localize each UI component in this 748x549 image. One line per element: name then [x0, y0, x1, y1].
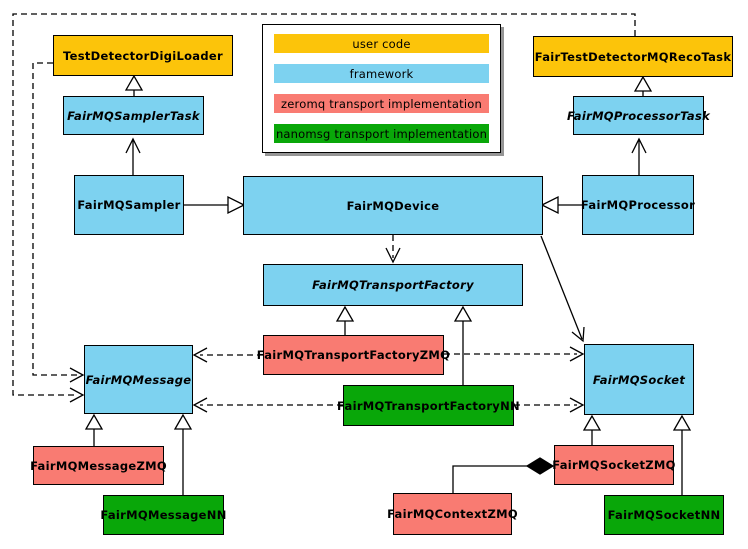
hollow-triangle-icon [124, 74, 144, 91]
dependency-factorynn-to-message [192, 397, 343, 413]
hollow-triangle-icon [335, 305, 355, 322]
class-box-fairmqtransportfactorynn: FairMQTransportFactoryNN [337, 385, 520, 426]
legend-label: zeromq transport implementation [281, 96, 482, 111]
open-arrowhead-icon [569, 346, 585, 362]
generalization-messagezmq-to-message [84, 413, 104, 446]
dependency-device-to-transportfactory [385, 235, 401, 264]
generalization-processor-to-processortask [631, 137, 647, 175]
generalization-processor-to-device [540, 195, 582, 215]
generalization-socketnn-to-socket [672, 414, 692, 495]
hollow-triangle-icon [84, 413, 104, 430]
dependency-factoryzmq-to-message [192, 347, 263, 363]
association-device-to-socket [540, 235, 585, 343]
open-arrowhead-icon [385, 247, 401, 264]
generalization-processortask-to-recotask [633, 75, 653, 96]
legend-label: user code [352, 36, 411, 51]
open-arrowhead-icon [192, 347, 208, 363]
legend-item-framework: framework [274, 64, 489, 83]
hollow-triangle-icon [672, 414, 692, 431]
hollow-triangle-icon [173, 413, 193, 430]
class-box-fairmqsampler: FairMQSampler [74, 175, 184, 235]
generalization-sampler-to-samplertask [125, 137, 141, 175]
legend-item-nanomsg: nanomsg transport implementation [274, 124, 489, 143]
hollow-triangle-icon [453, 305, 473, 322]
dependency-factorynn-to-socket [514, 397, 585, 413]
dependency-recotask-to-message [12, 13, 636, 403]
legend-item-zeromq: zeromq transport implementation [274, 94, 489, 113]
class-box-fairmqmessagenn: FairMQMessageNN [100, 495, 226, 535]
generalization-messagenn-to-message [173, 413, 193, 495]
open-arrowhead-icon [69, 387, 85, 403]
legend-item-user-code: user code [274, 34, 489, 53]
class-box-fairmqprocessortask: FairMQProcessorTask [567, 96, 710, 135]
open-arrowhead-icon [125, 137, 141, 154]
filled-diamond-icon [525, 457, 555, 475]
class-box-fairmqsamplertask: FairMQSamplerTask [63, 96, 204, 135]
generalization-factoryzmq-to-factory [335, 305, 355, 335]
class-box-fairmqmessage: FairMQMessage [84, 345, 193, 414]
hollow-triangle-icon [540, 195, 559, 215]
class-box-fairmqmessagezmq: FairMQMessageZMQ [30, 446, 167, 485]
class-box-fairtestdetectormqrecotask: FairTestDetectorMQRecoTask [533, 36, 733, 77]
legend: user code framework zeromq transport imp… [262, 24, 501, 153]
class-box-fairmqtransportfactoryzmq: FairMQTransportFactoryZMQ [257, 335, 450, 375]
class-box-fairmqsocket: FairMQSocket [584, 344, 694, 415]
dependency-factoryzmq-to-socket [444, 346, 585, 362]
open-arrowhead-icon [192, 397, 208, 413]
class-box-fairmqprocessor: FairMQProcessor [581, 175, 695, 235]
class-box-fairmqsocketzmq: FairMQSocketZMQ [552, 445, 675, 485]
hollow-triangle-icon [633, 75, 653, 92]
legend-label: framework [349, 66, 414, 81]
class-box-fairmqdevice: FairMQDevice [243, 176, 543, 235]
composition-socketzmq-contextzmq [452, 457, 555, 493]
open-arrowhead-icon [69, 367, 85, 383]
hollow-triangle-icon [227, 195, 246, 215]
class-box-fairmqsocketnn: FairMQSocketNN [604, 495, 724, 535]
generalization-factorynn-to-factory [453, 305, 473, 385]
class-box-fairmqcontextzmq: FairMQContextZMQ [387, 493, 518, 535]
generalization-samplertask-to-digiloader [124, 74, 144, 96]
hollow-triangle-icon [582, 414, 602, 431]
legend-label: nanomsg transport implementation [275, 126, 488, 141]
generalization-socketzmq-to-socket [582, 414, 602, 445]
open-arrowhead-icon [569, 397, 585, 413]
class-box-testdetectordigiloader: TestDetectorDigiLoader [53, 35, 233, 76]
dependency-digiloader-to-message [32, 62, 85, 383]
class-box-fairmqtransportfactory: FairMQTransportFactory [263, 264, 523, 306]
open-arrowhead-icon [631, 137, 647, 154]
generalization-sampler-to-device [184, 195, 246, 215]
open-arrowhead-icon [571, 326, 585, 343]
